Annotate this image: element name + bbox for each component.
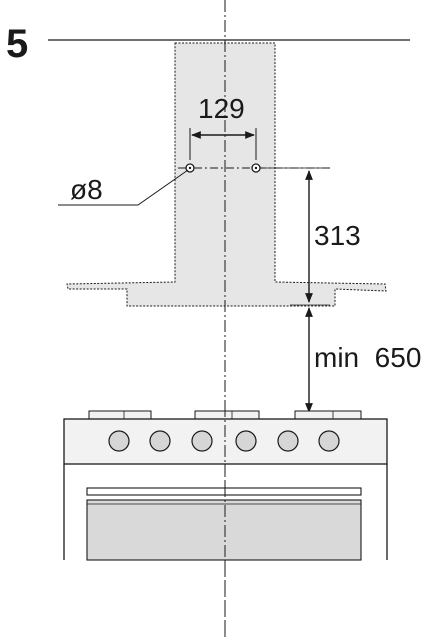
diameter-leader xyxy=(58,169,189,206)
burner-grate xyxy=(194,410,260,420)
oven-window xyxy=(86,499,362,561)
hood-height-label: 313 xyxy=(314,220,361,251)
step-number: 5 xyxy=(6,22,29,66)
hole-spacing-label: 129 xyxy=(198,93,245,124)
hood-outline xyxy=(66,42,387,307)
burner-grate xyxy=(88,410,152,420)
cooker-knob-icon xyxy=(277,430,299,452)
oven-handle xyxy=(86,487,362,496)
cooker-knob-icon xyxy=(191,430,213,452)
burner-grate xyxy=(294,410,362,420)
hole-diameter-label: ø8 xyxy=(70,174,103,205)
mounting-hole-icon xyxy=(251,163,261,173)
cooker-knob-icon xyxy=(235,430,257,452)
min-clearance-label: min 650 xyxy=(314,342,422,373)
cooker-knob-icon xyxy=(108,430,130,452)
cooker-knob-icon xyxy=(318,430,340,452)
cooker-knob-icon xyxy=(149,430,171,452)
